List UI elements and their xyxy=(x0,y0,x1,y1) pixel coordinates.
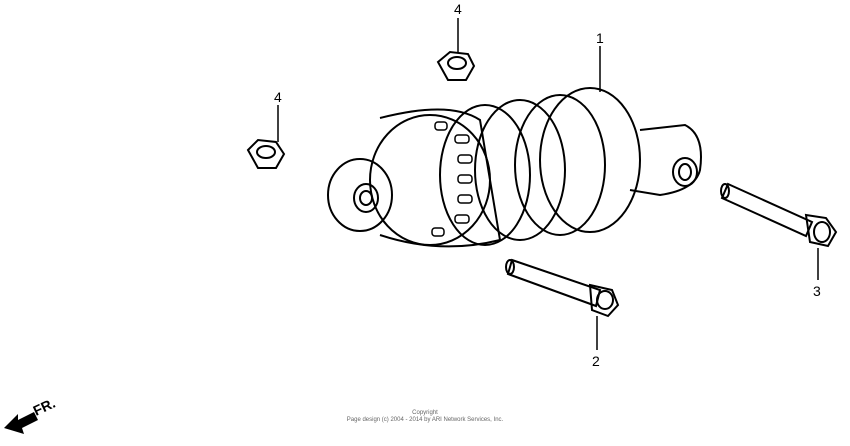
front-direction-arrow-icon: FR. xyxy=(4,395,58,434)
callout-1: 1 xyxy=(596,30,604,46)
front-label: FR. xyxy=(31,395,58,419)
callout-2: 2 xyxy=(592,353,600,369)
copyright-notice: Copyright Page design (c) 2004 - 2014 by… xyxy=(300,410,550,424)
callout-4-left: 4 xyxy=(274,89,282,105)
nut-upper[interactable] xyxy=(436,50,476,81)
bolt-short[interactable] xyxy=(505,258,620,318)
bolt-long[interactable] xyxy=(720,182,838,248)
shock-absorber[interactable] xyxy=(327,87,702,248)
callout-3: 3 xyxy=(813,283,821,299)
page-design-line: Page design (c) 2004 - 2014 by ARI Netwo… xyxy=(346,417,504,423)
callout-4-upper: 4 xyxy=(454,1,462,17)
nut-left[interactable] xyxy=(246,138,286,169)
copyright-line: Copyright xyxy=(412,410,438,416)
